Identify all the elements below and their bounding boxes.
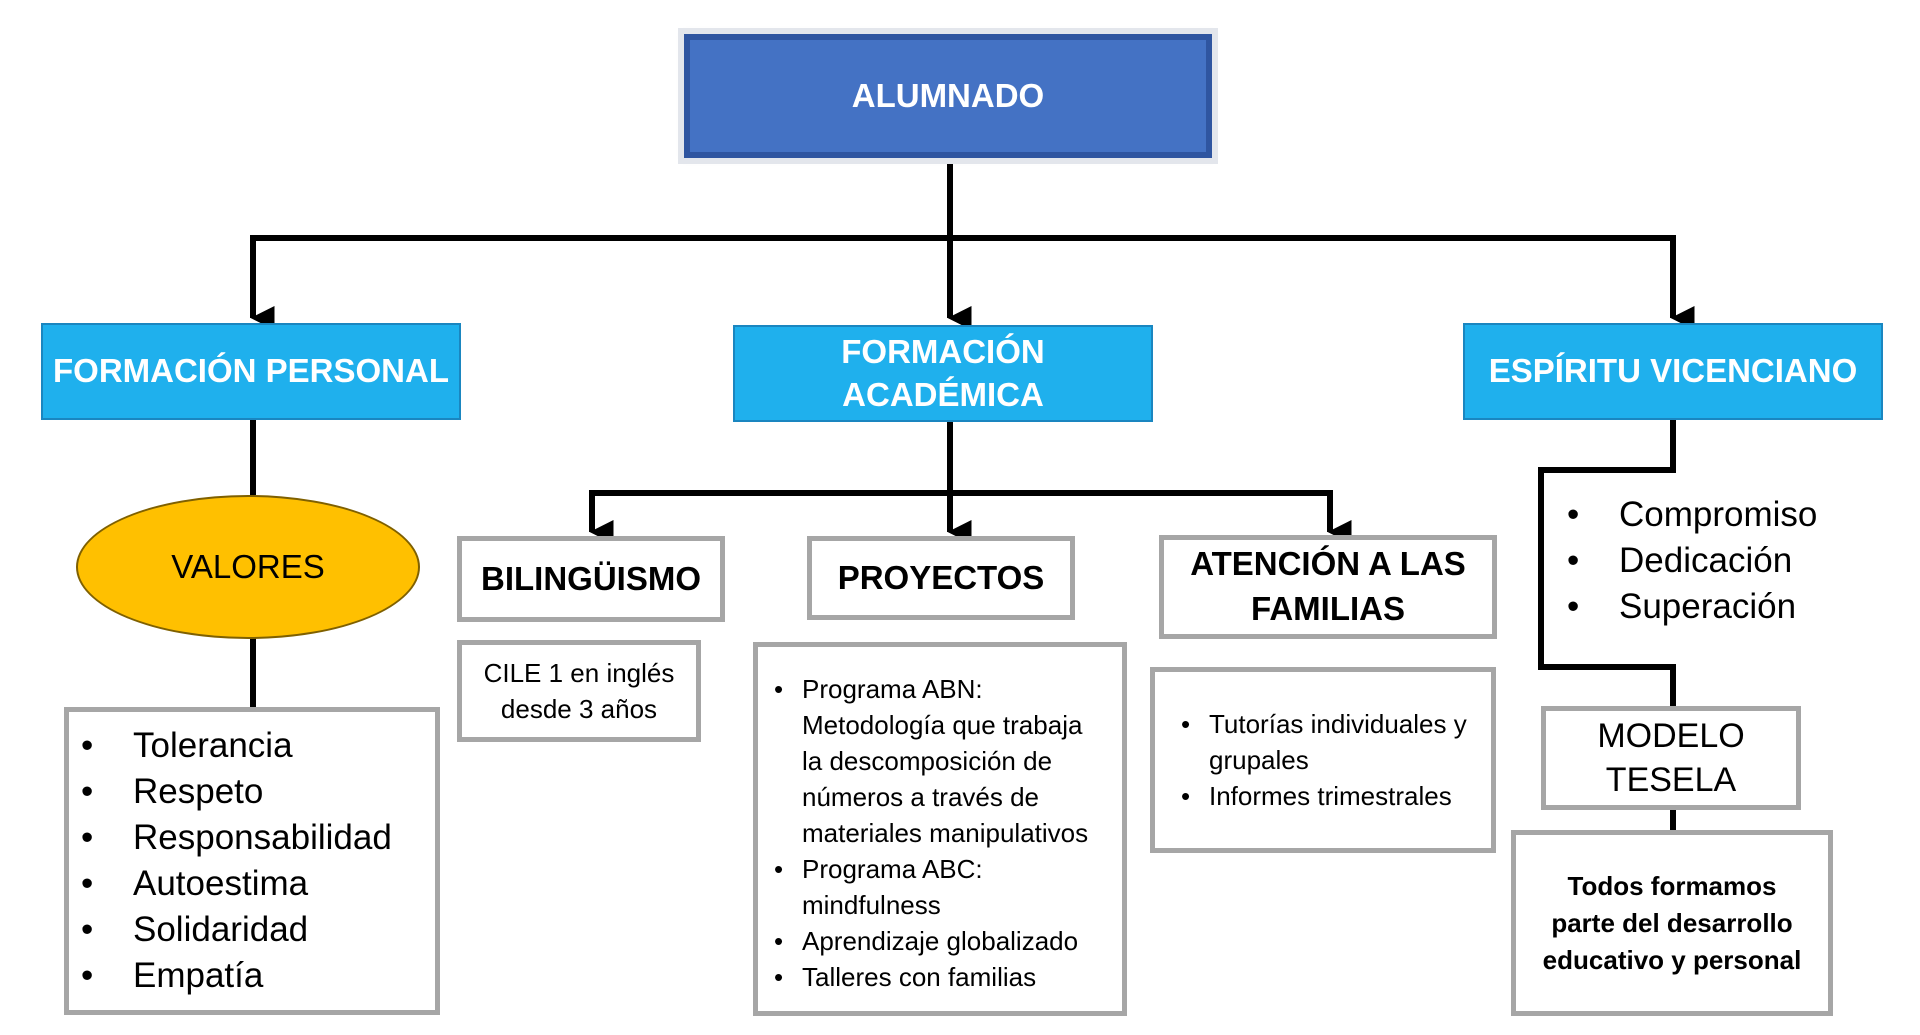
lema-line1: Todos formamos xyxy=(1567,870,1777,901)
root-label: ALUMNADO xyxy=(851,77,1045,114)
atencion-familias-detail: Tutorías individuales y grupales Informe… xyxy=(1150,667,1496,853)
branch-label-line2: ACADÉMICA xyxy=(842,375,1044,413)
branch-label: ESPÍRITU VICENCIANO xyxy=(1488,352,1858,390)
valores-oval: VALORES xyxy=(76,495,420,639)
familias-list: Tutorías individuales y grupales Informe… xyxy=(1165,706,1481,814)
list-item: Tolerancia xyxy=(69,723,392,769)
valores-list: Tolerancia Respeto Responsabilidad Autoe… xyxy=(69,723,392,999)
proyectos-node: PROYECTOS xyxy=(807,536,1075,620)
proyectos-detail: Programa ABN: Metodología que trabaja la… xyxy=(753,642,1127,1016)
list-item: Superación xyxy=(1555,584,1875,630)
modelo-tesela-lema: Todos formamos parte del desarrollo educ… xyxy=(1511,830,1833,1016)
valores-label: VALORES xyxy=(171,548,325,585)
list-item: Aprendizaje globalizado xyxy=(758,923,1102,959)
branch-espiritu-vicenciano: ESPÍRITU VICENCIANO xyxy=(1463,323,1883,420)
list-item: Programa ABN: Metodología que trabaja la… xyxy=(758,671,1102,851)
valores-list-box: Tolerancia Respeto Responsabilidad Autoe… xyxy=(64,707,440,1015)
vicenciano-list-area: Compromiso Dedicación Superación xyxy=(1555,492,1875,630)
list-item: Dedicación xyxy=(1555,538,1875,584)
branch-label: FORMACIÓN PERSONAL xyxy=(53,352,449,390)
vicenciano-list: Compromiso Dedicación Superación xyxy=(1555,492,1875,630)
bilinguismo-label: BILINGÜISMO xyxy=(481,559,701,597)
list-item: Compromiso xyxy=(1555,492,1875,538)
modelo-tesela-line1: MODELO xyxy=(1597,716,1745,755)
root-node: ALUMNADO xyxy=(678,28,1218,164)
atencion-familias-label-line1: ATENCIÓN A LAS xyxy=(1190,545,1466,583)
list-item: Solidaridad xyxy=(69,907,392,953)
list-item: Empatía xyxy=(69,953,392,999)
list-item: Programa ABC: mindfulness xyxy=(758,851,1102,923)
lema-line2: parte del desarrollo xyxy=(1551,907,1793,938)
lema-line3: educativo y personal xyxy=(1542,944,1802,975)
list-item: Respeto xyxy=(69,769,392,815)
list-item: Tutorías individuales y grupales xyxy=(1165,706,1481,778)
branch-formacion-academica: FORMACIÓN ACADÉMICA xyxy=(733,325,1153,422)
list-item: Informes trimestrales xyxy=(1165,778,1481,814)
list-item: Responsabilidad xyxy=(69,815,392,861)
branch-formacion-personal: FORMACIÓN PERSONAL xyxy=(41,323,461,420)
proyectos-list: Programa ABN: Metodología que trabaja la… xyxy=(758,671,1102,995)
modelo-tesela-node: MODELO TESELA xyxy=(1541,706,1801,810)
atencion-familias-label-line2: FAMILIAS xyxy=(1251,590,1405,627)
atencion-familias-node: ATENCIÓN A LAS FAMILIAS xyxy=(1159,535,1497,639)
bilinguismo-node: BILINGÜISMO xyxy=(457,536,725,622)
modelo-tesela-line2: TESELA xyxy=(1605,761,1737,799)
bilinguismo-detail: CILE 1 en inglés desde 3 años xyxy=(457,640,701,742)
list-item: Autoestima xyxy=(69,861,392,907)
list-item: Talleres con familias xyxy=(758,959,1102,995)
bilinguismo-detail-line1: CILE 1 en inglés xyxy=(483,658,675,688)
branch-label-line1: FORMACIÓN xyxy=(841,332,1045,370)
proyectos-label: PROYECTOS xyxy=(837,558,1045,596)
bilinguismo-detail-line2: desde 3 años xyxy=(500,694,658,724)
